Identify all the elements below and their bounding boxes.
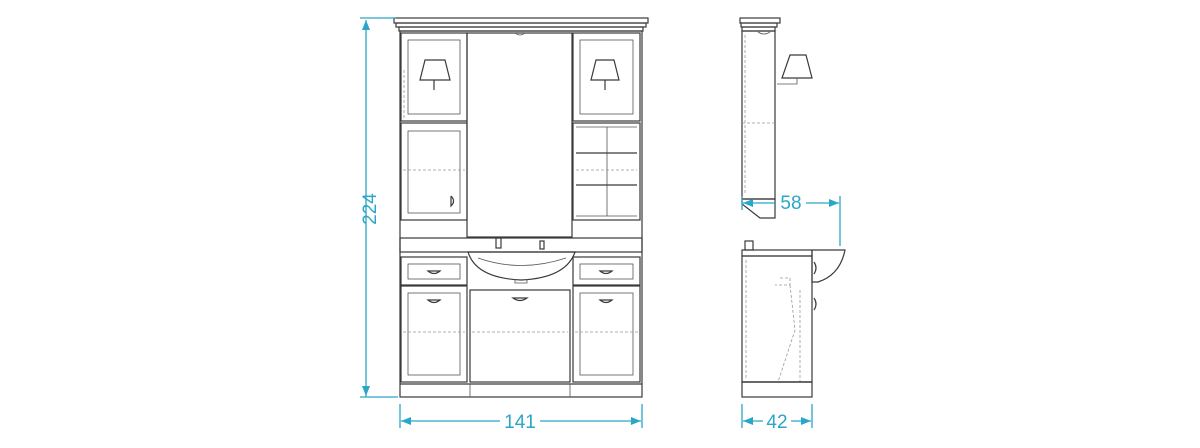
side-crown-molding xyxy=(739,17,781,32)
door-handle-icon xyxy=(450,195,455,208)
side-lamp-icon xyxy=(777,54,813,85)
depth-label: 42 xyxy=(766,412,787,433)
left-middle-door xyxy=(400,122,468,221)
plinth xyxy=(400,383,642,397)
countertop xyxy=(399,237,643,253)
left-lamp-icon xyxy=(419,59,451,90)
right-lamp-icon xyxy=(590,59,620,90)
mirror xyxy=(466,32,573,238)
width-label: 141 xyxy=(504,412,536,433)
width-dimension: 141 xyxy=(399,404,643,433)
center-door xyxy=(469,289,571,383)
cabinet-outline xyxy=(399,30,643,398)
left-lower-door xyxy=(400,285,468,383)
depth-dimension: 42 xyxy=(741,404,813,433)
left-upper-cabinet xyxy=(400,32,468,122)
side-lower-unit xyxy=(741,255,813,383)
right-upper-cabinet xyxy=(572,32,641,122)
height-label: 224 xyxy=(360,193,381,225)
side-basin xyxy=(811,249,846,283)
left-drawer xyxy=(400,256,468,286)
crown-molding xyxy=(393,17,649,32)
right-lower-door xyxy=(572,285,641,383)
height-dimension: 224 xyxy=(360,17,398,398)
right-drawer xyxy=(572,256,641,286)
side-view xyxy=(739,17,846,398)
front-view xyxy=(393,17,649,398)
mirror-light xyxy=(514,32,526,36)
side-upper-unit xyxy=(741,30,776,200)
drain-icon xyxy=(539,240,545,250)
side-faucet-icon xyxy=(744,240,754,251)
right-shelf-unit xyxy=(572,122,641,221)
faucet-icon xyxy=(495,237,502,249)
sink-depth-dimension: 58 xyxy=(741,192,841,246)
side-countertop xyxy=(741,249,813,257)
sink-depth-label: 58 xyxy=(780,193,801,214)
sink-basin xyxy=(467,237,576,284)
